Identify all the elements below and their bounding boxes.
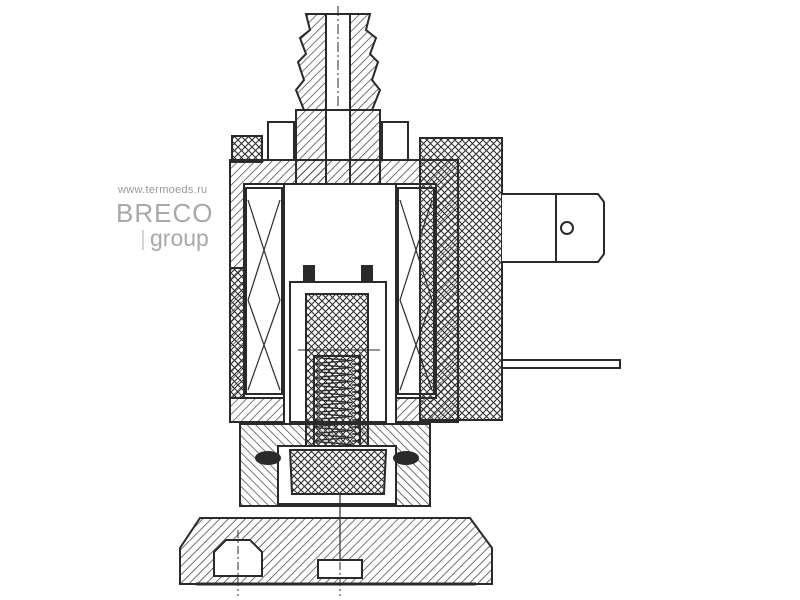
coil-encapsulation [229, 137, 503, 421]
logo-brand-text: BRECO [116, 198, 213, 228]
connector-terminal [501, 193, 621, 369]
logo-sub-text: group [150, 225, 209, 251]
left-coil-winding [245, 187, 283, 395]
breco-logo: BRECO group [116, 198, 213, 251]
watermark-url: www.termoeds.ru [118, 184, 208, 196]
valve-body [239, 423, 431, 560]
left-fitting [231, 135, 263, 163]
base-plate [179, 517, 493, 596]
